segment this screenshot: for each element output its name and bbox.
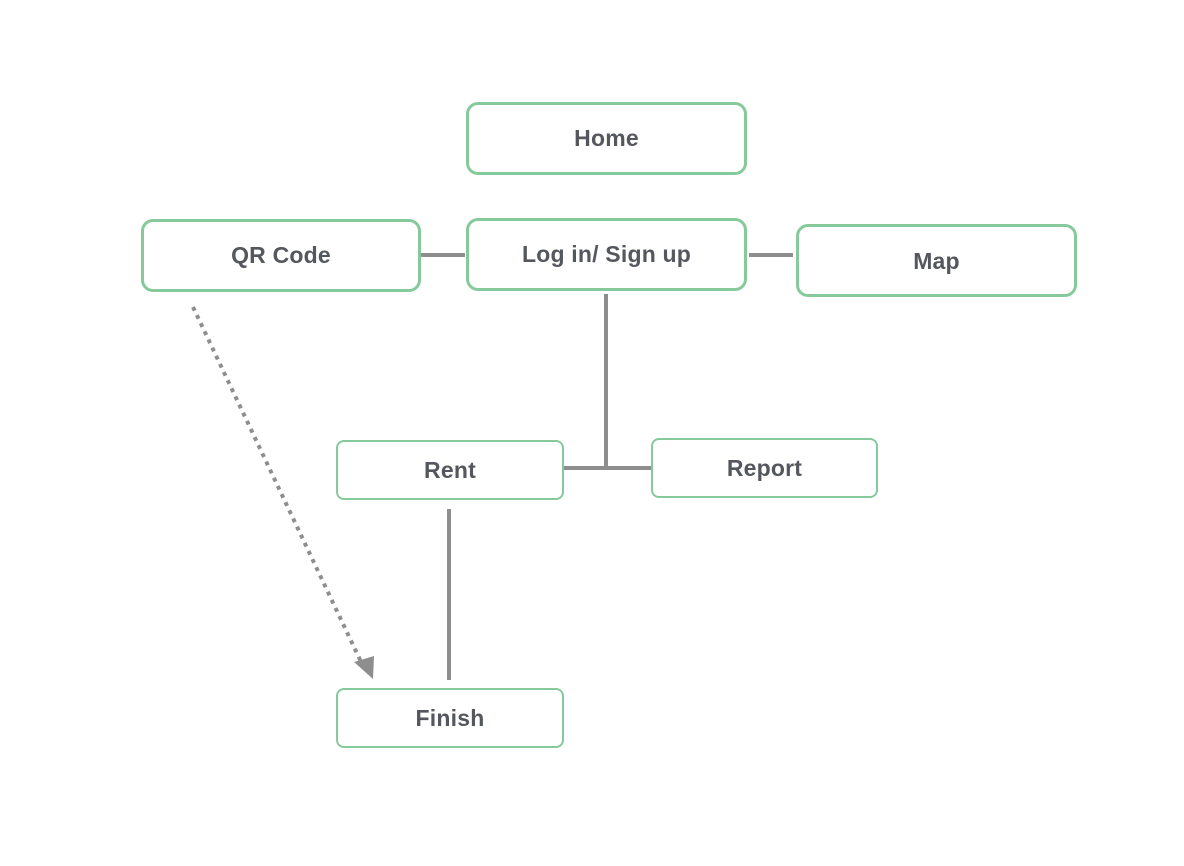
node-rent-label: Rent [424, 456, 476, 483]
node-finish-label: Finish [415, 704, 485, 731]
node-qr-code-label: QR Code [231, 242, 331, 268]
node-login-signup-label: Log in/ Sign up [521, 241, 692, 267]
node-map: Map [796, 224, 1077, 297]
node-qr-code: QR Code [141, 219, 421, 292]
node-report: Report [651, 438, 878, 498]
node-report-label: Report [726, 454, 803, 481]
node-home: Home [466, 102, 747, 175]
node-login-signup: Log in/ Sign up [466, 218, 747, 291]
node-rent: Rent [336, 440, 564, 500]
arrowhead-icon [354, 656, 374, 679]
node-map-label: Map [913, 248, 960, 274]
node-home-label: Home [574, 125, 639, 151]
node-finish: Finish [336, 688, 564, 748]
connector-qr-finish-dotted [191, 306, 364, 665]
